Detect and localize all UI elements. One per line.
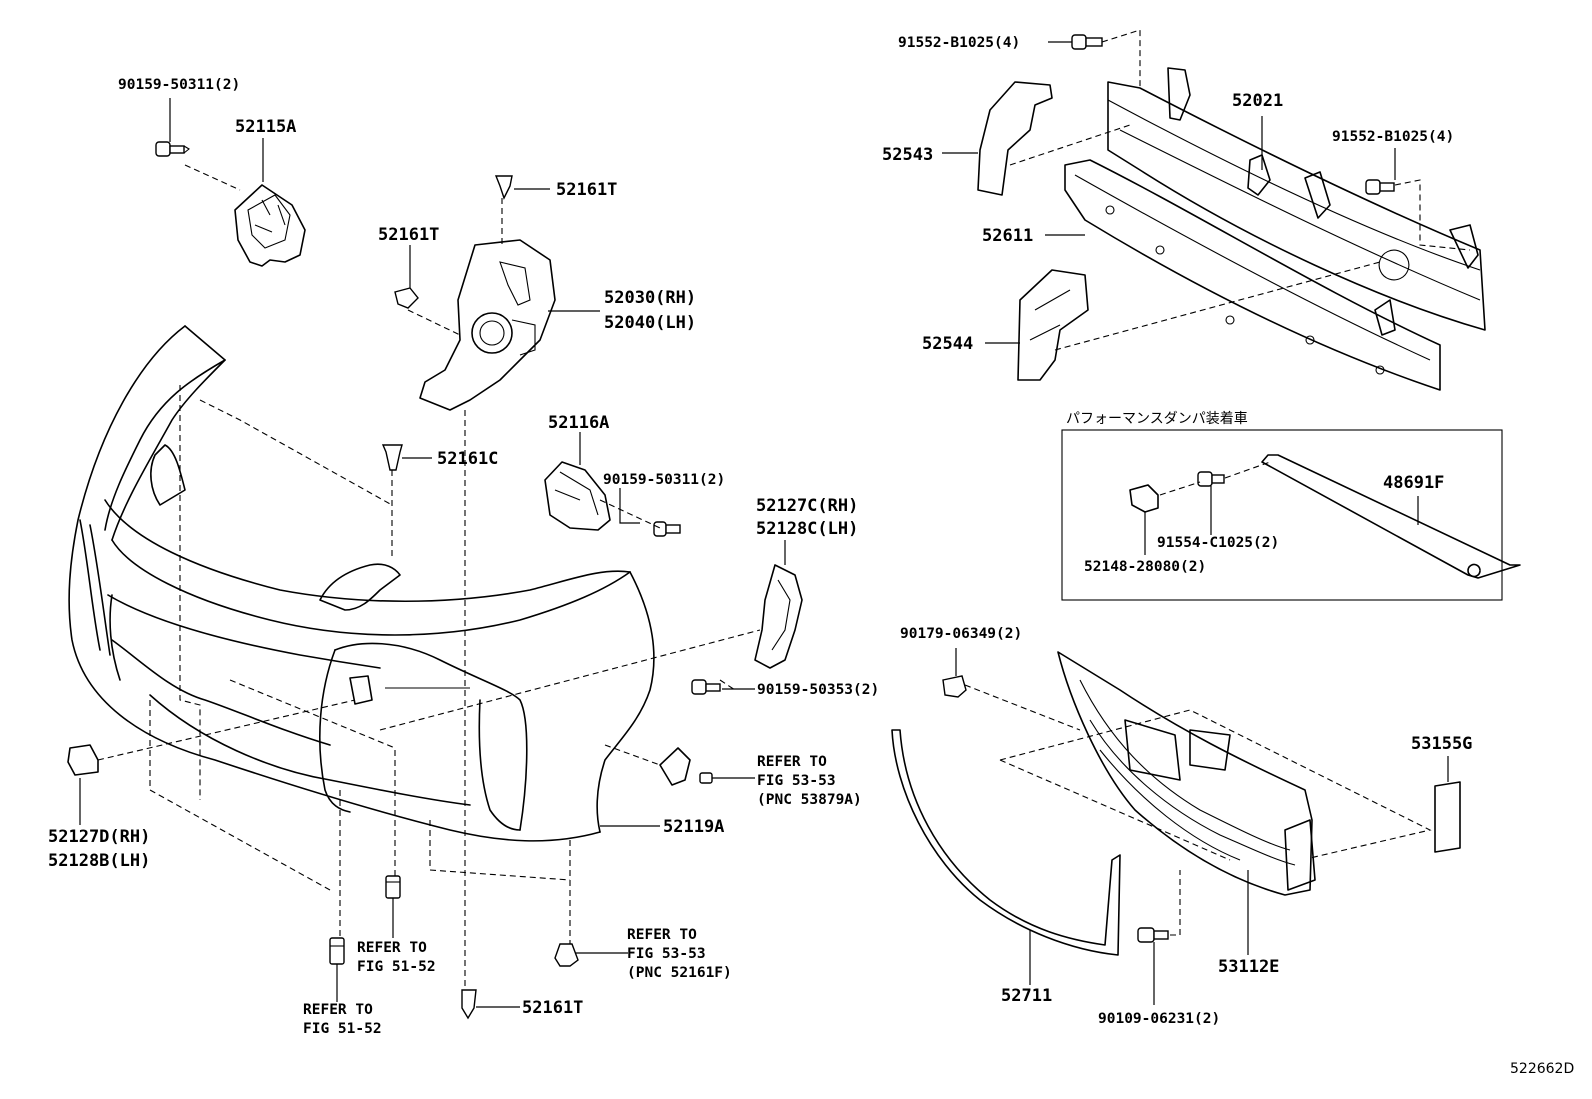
drawing-code: 522662D [1510,1061,1574,1077]
label-91554-C1025: 91554-C1025(2) [1157,535,1279,551]
label-refer-53-53-a-1: REFER TO [757,754,827,770]
label-52161T-c: 52161T [522,998,583,1018]
label-52127C-rh: 52127C(RH) [756,496,858,516]
bolt-91552-B1025-b[interactable] [1365,179,1395,195]
label-52544: 52544 [922,334,973,354]
cap-52148-28080[interactable] [1129,484,1159,513]
label-90179-06349: 90179-06349(2) [900,626,1022,642]
damper-48691F[interactable] [1261,454,1521,579]
part-labels: 90159-50311(2) 52115A 52161T 52161T 5203… [48,35,1574,1077]
label-52127D-rh: 52127D(RH) [48,827,150,847]
label-52116A: 52116A [548,413,609,433]
label-52543: 52543 [882,145,933,165]
clip-52161T-b[interactable] [394,287,419,309]
molding-52711[interactable] [891,729,1121,956]
bracket-52030-52040[interactable] [419,239,556,411]
label-52161T-b: 52161T [378,225,439,245]
bolt-refer-51-52-b[interactable] [329,937,345,965]
label-52148-28080: 52148-28080(2) [1084,559,1206,575]
label-53112E: 53112E [1218,957,1279,977]
assembly-lines-inset [1159,461,1271,496]
label-refer-53-53-b-1: REFER TO [627,927,697,943]
inset-title: パフォーマンスダンパ装着車 [1066,410,1248,427]
spacer-52543[interactable] [977,81,1053,196]
absorber-52611[interactable] [1064,159,1441,391]
spacer-52544[interactable] [1017,269,1089,381]
label-52115A: 52115A [235,117,296,137]
label-90159-50353: 90159-50353(2) [757,682,879,698]
label-48691F: 48691F [1383,473,1444,493]
label-refer-53-53-a-2: FIG 53-53 [757,773,836,789]
label-91552-B1025-a: 91552-B1025(4) [898,35,1020,51]
label-refer-51-52-b-1: REFER TO [303,1002,373,1018]
bolt-91554-C1025[interactable] [1197,471,1225,487]
label-90159-50311-a: 90159-50311(2) [118,77,240,93]
clip-52161C[interactable] [381,444,403,471]
bolt-90159-50353[interactable] [691,679,721,695]
label-52711: 52711 [1001,986,1052,1006]
label-91552-B1025-b: 91552-B1025(4) [1332,129,1454,145]
bracket-52115A[interactable] [234,184,306,267]
emblem-53155G[interactable] [1434,781,1461,853]
clip-52161T-a[interactable] [494,175,513,200]
label-refer-53-53-a-3: (PNC 53879A) [757,792,862,808]
label-refer-51-52-a-1: REFER TO [357,940,427,956]
reinforcement-52021[interactable] [1107,67,1486,336]
label-52021: 52021 [1232,91,1283,111]
inset-performance-damper [1061,429,1503,601]
label-52128C-lh: 52128C(LH) [756,519,858,539]
label-refer-51-52-b-2: FIG 51-52 [303,1021,382,1037]
clip-52161T-c[interactable] [461,989,477,1020]
assembly-lines-top-right [1009,29,1471,351]
bolt-90159-50311-a[interactable] [155,141,190,157]
label-90159-50311-b: 90159-50311(2) [603,472,725,488]
assembly-lines-left [97,164,761,990]
label-refer-53-53-b-3: (PNC 52161F) [627,965,732,981]
bolt-90109-06231[interactable] [1137,927,1169,943]
bolt-refer-51-52-a[interactable] [385,875,401,899]
cap-52127D-52128B[interactable] [67,744,99,776]
label-52119A: 52119A [663,817,724,837]
bracket-52116A[interactable] [544,461,611,531]
bolt-91552-B1025-a[interactable] [1071,34,1103,50]
label-52161T-a: 52161T [556,180,617,200]
label-52611: 52611 [982,226,1033,246]
label-52128B-lh: 52128B(LH) [48,851,150,871]
label-52030-rh: 52030(RH) [604,288,696,308]
clip-refer-52161F[interactable] [554,943,579,967]
label-52161C: 52161C [437,449,498,469]
nut-90179-06349[interactable] [942,675,967,698]
leader-lines [79,41,1449,1008]
label-52040-lh: 52040(LH) [604,313,696,333]
label-53155G: 53155G [1411,734,1472,754]
retainer-52127C-52128C[interactable] [754,564,803,669]
label-90109-06231: 90109-06231(2) [1098,1011,1220,1027]
bracket-refer-53879A[interactable] [659,747,713,786]
front-bumper-cover[interactable] [68,325,655,842]
label-refer-51-52-a-2: FIG 51-52 [357,959,436,975]
bolt-90159-50311-b[interactable] [653,521,681,537]
grille-53112E[interactable] [1057,651,1316,896]
label-refer-53-53-b-2: FIG 53-53 [627,946,706,962]
assembly-lines-bottom-right [964,684,1432,936]
